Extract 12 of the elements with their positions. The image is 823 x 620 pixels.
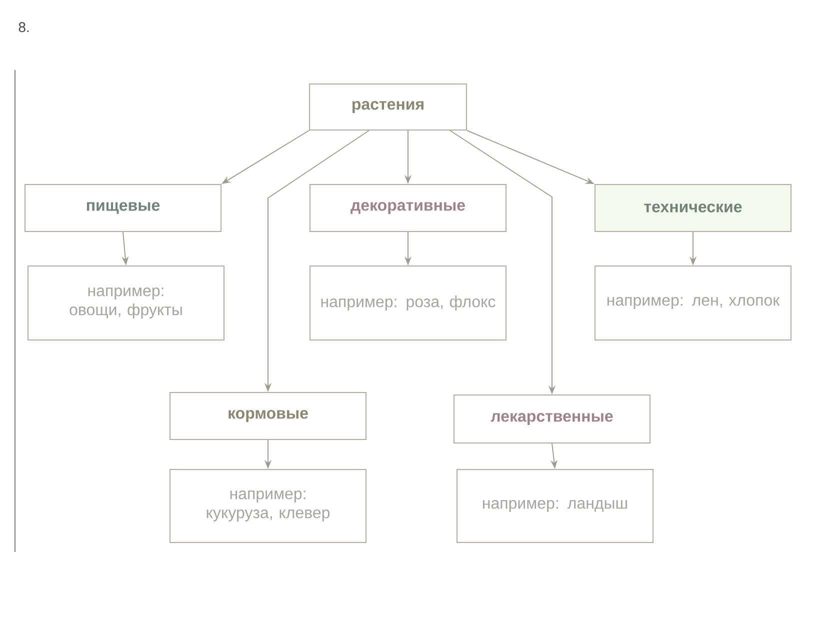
example-box: например: ландыш [456,469,654,543]
category-box: технические [594,184,792,232]
category-box: декоративные [310,184,506,232]
category-box: кормовые [170,392,366,440]
example-box: например: кукуруза, клевер [170,469,366,543]
category-box: растения [309,84,467,130]
example-box: например: роза, флокс [310,266,506,340]
example-box: например: лен, хлопок [594,266,792,340]
task-number: 8. [18,22,29,32]
category-box: пищевые [24,184,222,232]
category-box: лекарственные [454,394,650,444]
example-box: например: овощи, фрукты [28,266,224,340]
